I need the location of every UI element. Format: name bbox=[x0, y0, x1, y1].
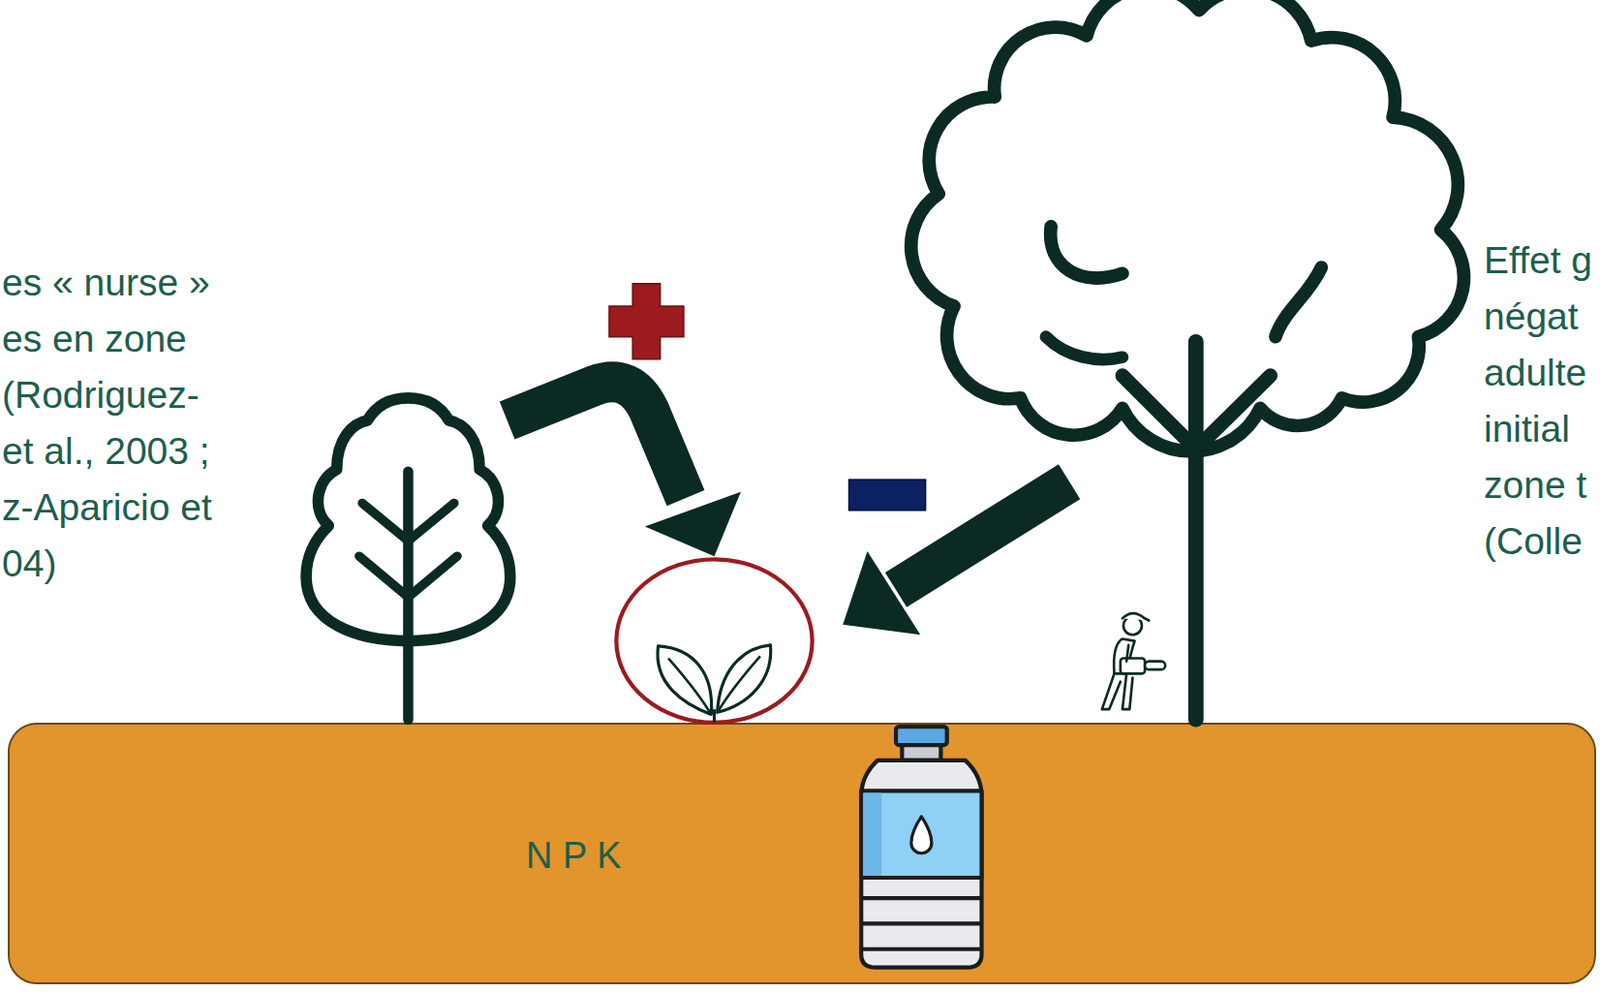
seedling-leaf bbox=[717, 645, 771, 713]
seedling bbox=[615, 558, 812, 723]
bottle-neck bbox=[901, 744, 941, 761]
small-tree bbox=[306, 398, 511, 720]
big-tree-trunk bbox=[1188, 341, 1204, 720]
seedling-leaf bbox=[657, 646, 712, 715]
plus-symbol bbox=[609, 283, 684, 360]
nutrient-label: N P K bbox=[525, 836, 622, 874]
bottle-label bbox=[861, 790, 982, 878]
bottle-cap bbox=[895, 726, 948, 745]
bottle-rib bbox=[861, 895, 982, 900]
annotation-text: Effet g négat adulte initial zone t (Col… bbox=[1483, 232, 1600, 570]
small-tree-branch bbox=[359, 555, 458, 597]
minus-symbol bbox=[849, 479, 926, 511]
arrow-shaft bbox=[507, 381, 686, 498]
ground-band: N P K bbox=[7, 722, 1597, 985]
bottle-rib bbox=[861, 947, 982, 952]
big-tree-branch bbox=[1046, 337, 1123, 360]
bottle-body bbox=[861, 760, 982, 968]
water-bottle bbox=[861, 726, 982, 968]
big-tree-branch bbox=[1275, 267, 1322, 338]
big-tree-branch bbox=[1050, 226, 1123, 278]
lumberjack-icon bbox=[1102, 613, 1166, 709]
seedling-vein bbox=[668, 658, 711, 715]
bottle-label-shade bbox=[862, 793, 882, 876]
small-tree-branch bbox=[362, 502, 455, 541]
big-tree-crown bbox=[911, 0, 1465, 452]
bottle-rib bbox=[861, 921, 982, 925]
annotation-text: es « nurse » es en zone (Rodriguez- et a… bbox=[1, 254, 227, 592]
arrow-head bbox=[842, 551, 921, 635]
big-tree-branch bbox=[1122, 375, 1271, 450]
big-tree bbox=[911, 0, 1465, 720]
seedling-stem bbox=[712, 708, 716, 723]
seedling-circle bbox=[615, 558, 812, 723]
water-drop bbox=[911, 816, 932, 854]
positive-arrow bbox=[507, 381, 741, 556]
arrow-head bbox=[645, 492, 741, 556]
seedling-vein bbox=[717, 655, 761, 712]
